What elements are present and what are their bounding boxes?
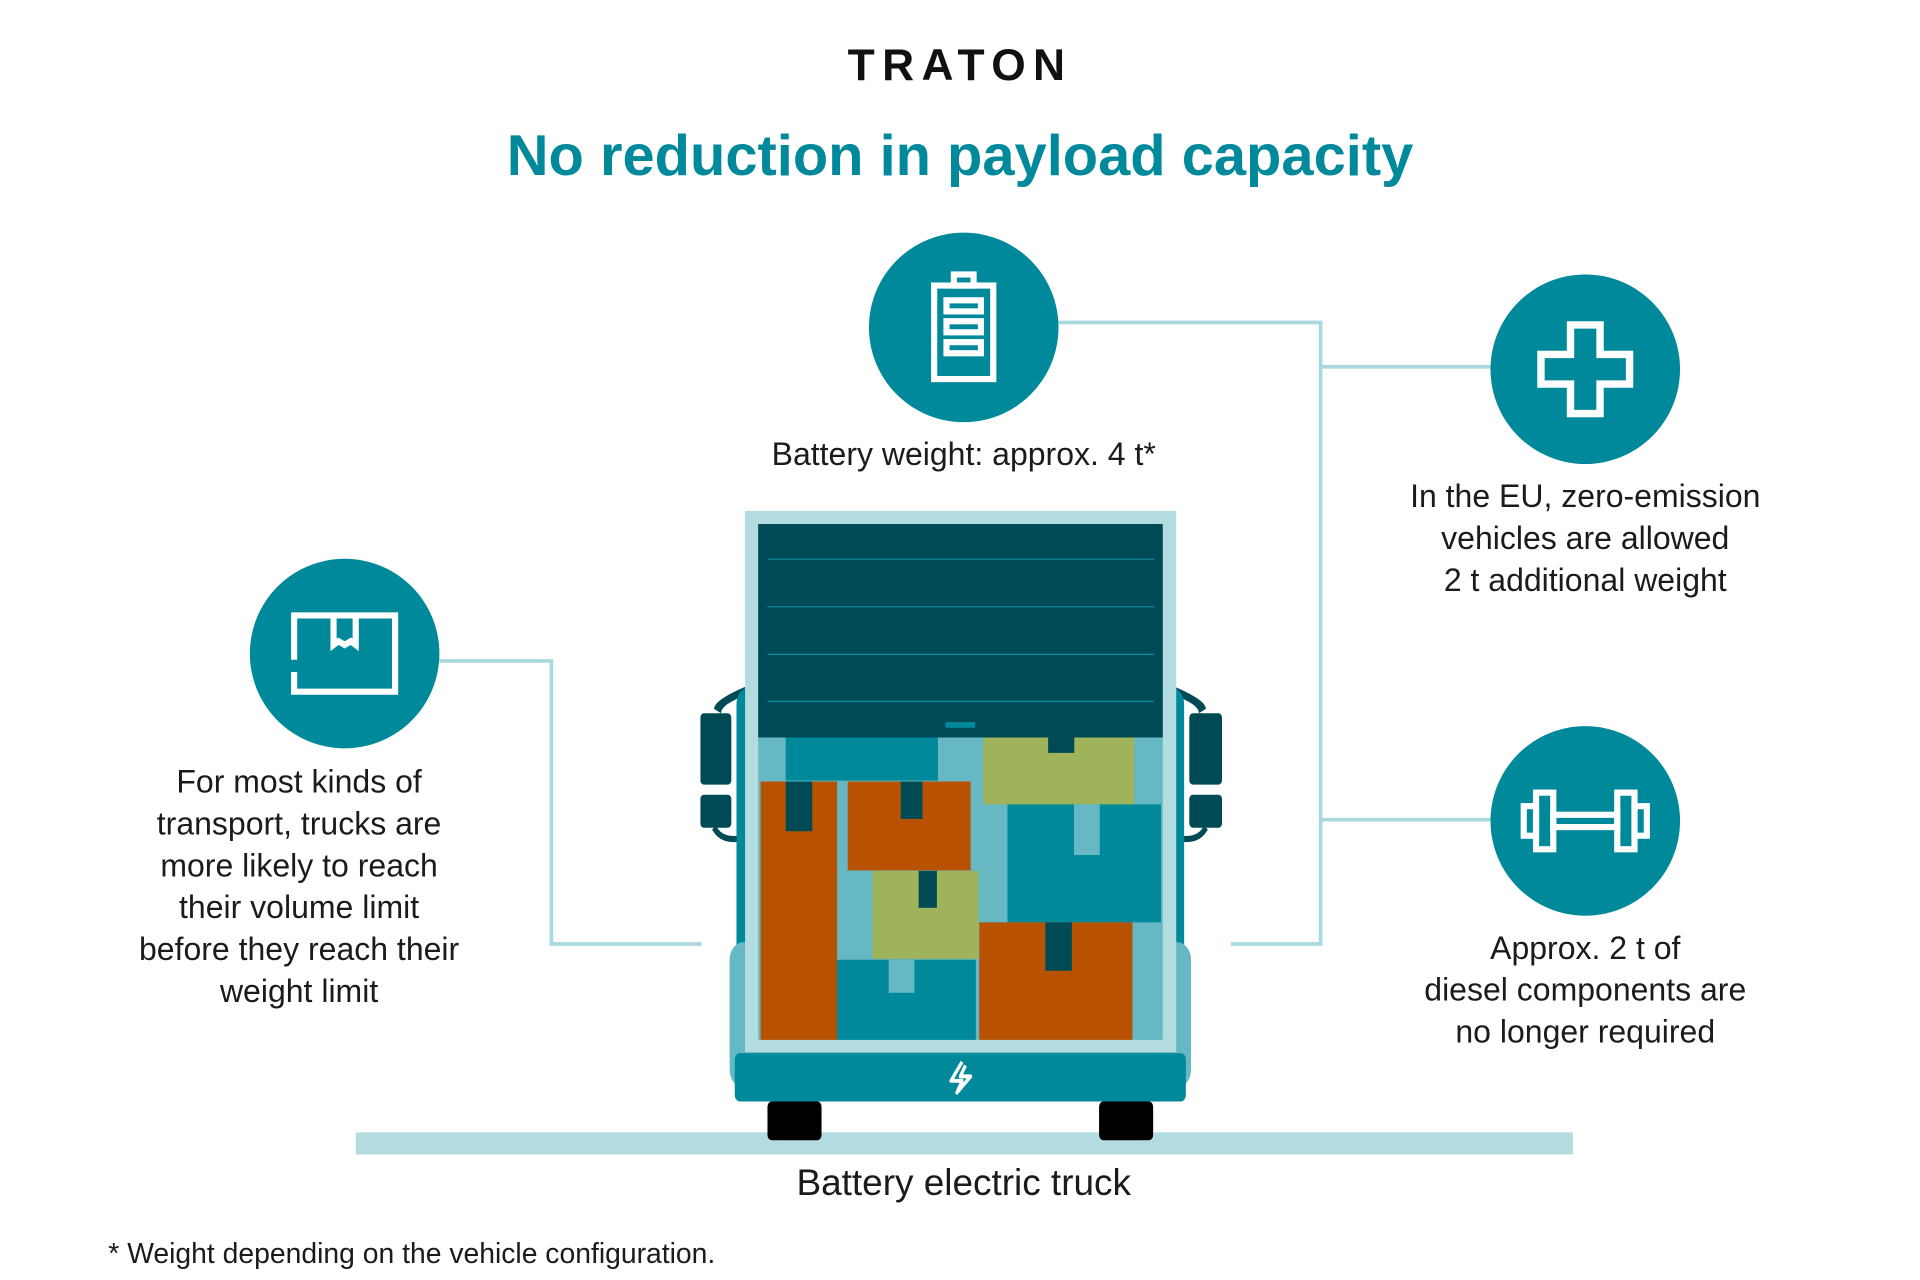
plus-icon	[1537, 321, 1634, 418]
lightning-icon	[949, 1060, 972, 1095]
box-icon	[291, 612, 399, 695]
traton-logo: TRATON	[847, 39, 1073, 90]
left-mirror	[699, 713, 731, 785]
text-line: 2 t additional weight	[1443, 561, 1727, 599]
right-mirror	[1188, 713, 1222, 785]
diesel-components-text: Approx. 2 t of diesel components are no …	[1339, 927, 1831, 1053]
battery-circle	[868, 232, 1059, 423]
footnote: * Weight depending on the vehicle config…	[108, 1236, 716, 1269]
wheel	[767, 1101, 822, 1141]
dumbbell-circle	[1490, 726, 1681, 916]
battery-icon	[931, 271, 997, 383]
text-line: more likely to reach	[160, 846, 438, 884]
box-circle	[249, 558, 440, 749]
text-line: In the EU, zero-emission	[1410, 477, 1761, 515]
text-line: Approx. 2 t of	[1490, 929, 1681, 967]
truck-label: Battery electric truck	[796, 1163, 1131, 1204]
text-line: no longer required	[1455, 1012, 1716, 1050]
wheel	[1098, 1101, 1153, 1141]
text-line: transport, trucks are	[156, 804, 442, 842]
text-line: diesel components are	[1424, 971, 1747, 1009]
text-line: For most kinds of	[176, 763, 422, 801]
text-line: before they reach their	[138, 930, 460, 968]
dumbbell-icon	[1520, 789, 1650, 853]
rolling-door	[757, 524, 1163, 738]
text-line: their volume limit	[179, 888, 420, 926]
battery-weight-label: Battery weight: approx. 4 t*	[771, 435, 1156, 473]
plus-circle	[1490, 274, 1681, 465]
volume-limit-text: For most kinds of transport, trucks are …	[53, 761, 545, 1012]
truck-illustration	[699, 510, 1222, 1141]
text-line: weight limit	[219, 972, 379, 1010]
cargo-boxes	[760, 737, 1161, 1040]
text-line: vehicles are allowed	[1441, 519, 1730, 557]
eu-allowance-text: In the EU, zero-emission vehicles are al…	[1339, 475, 1831, 601]
page-title: No reduction in payload capacity	[506, 121, 1414, 188]
ground-bar	[355, 1132, 1573, 1155]
